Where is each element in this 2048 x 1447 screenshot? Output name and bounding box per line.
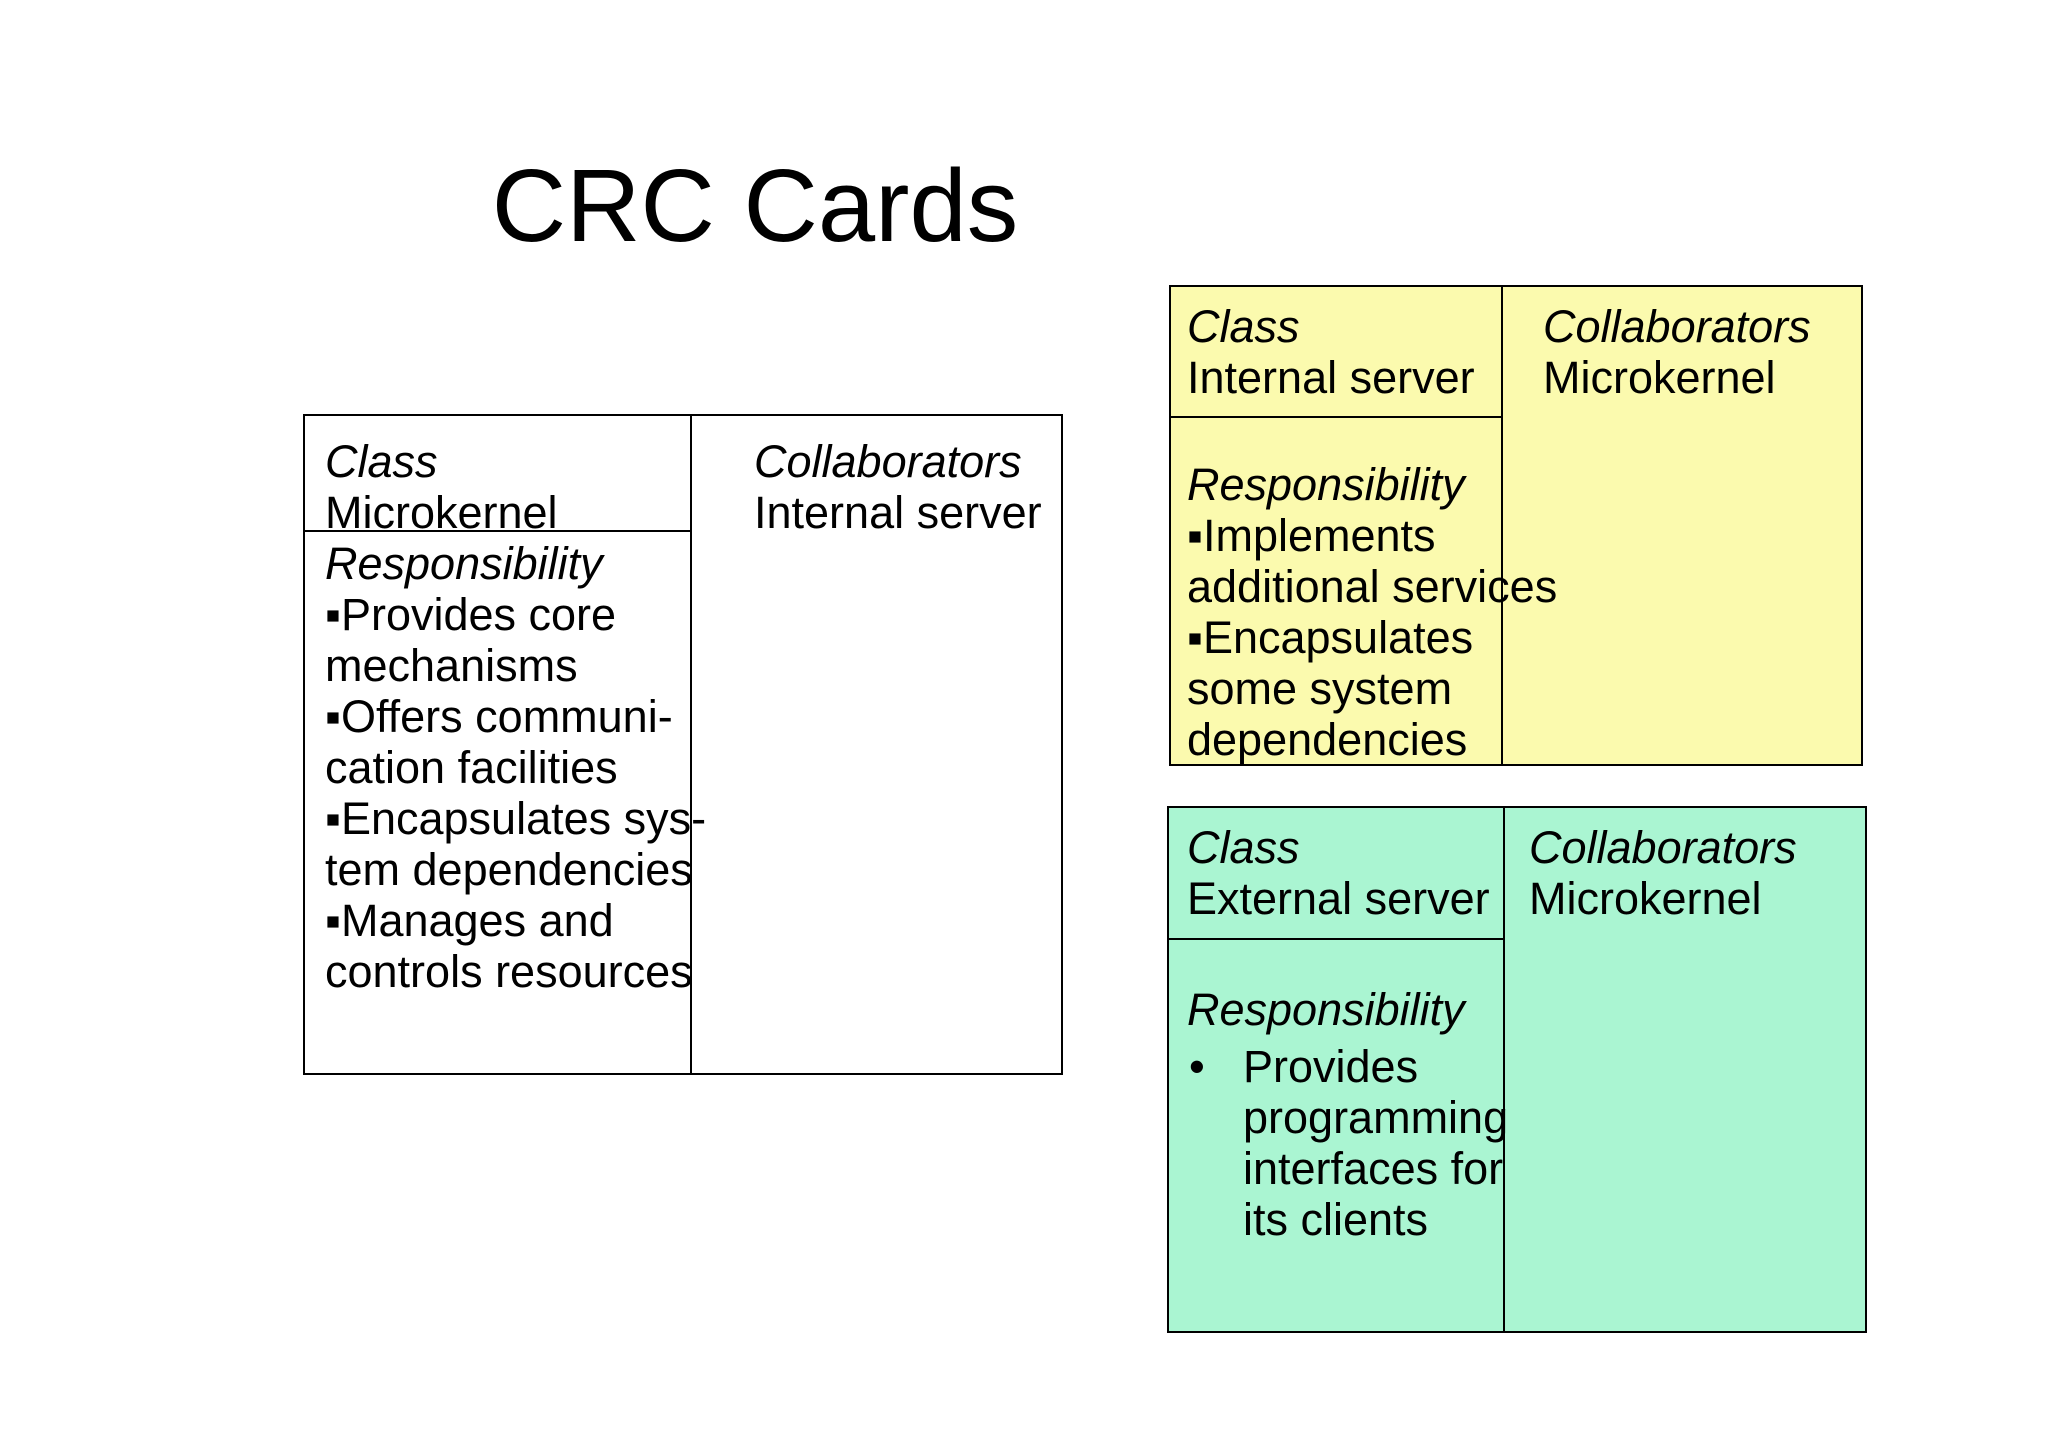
responsibility-line: ▪Encapsulates sys- <box>325 793 707 844</box>
class-name: Microkernel <box>325 487 558 538</box>
responsibility-line: tem dependencies <box>325 844 693 895</box>
responsibility-label: Responsibility <box>1187 984 1465 1035</box>
collaborator-name: Microkernel <box>1529 873 1762 924</box>
responsibility-line: Provides <box>1243 1041 1419 1092</box>
card-vertical-divider <box>1501 287 1503 764</box>
card-horizontal-divider <box>1169 938 1505 940</box>
class-cell: Class Internal server <box>1187 301 1475 403</box>
responsibility-line: cation facilities <box>325 742 618 793</box>
page-title: CRC Cards <box>491 148 1019 263</box>
card-horizontal-divider <box>1171 416 1503 418</box>
collaborator-name: Microkernel <box>1543 352 1776 403</box>
collaborators-cell: Collaborators Internal server <box>754 436 1042 538</box>
card-vertical-divider <box>690 416 692 1073</box>
responsibility-line: programming <box>1243 1092 1509 1143</box>
collaborators-cell: Collaborators Microkernel <box>1529 822 1797 924</box>
responsibility-line: ▪Encapsulates <box>1187 612 1474 663</box>
crc-card-external-server: Class External server Responsibility • P… <box>1167 806 1867 1333</box>
crc-card-internal-server: Class Internal server Responsibility ▪Im… <box>1169 285 1863 766</box>
responsibility-line: dependencies <box>1187 714 1468 765</box>
responsibility-line: ▪Implements <box>1187 510 1436 561</box>
responsibility-line: ▪Provides core <box>325 589 617 640</box>
crc-card-microkernel: Class Microkernel Responsibility ▪Provid… <box>303 414 1063 1075</box>
class-name: External server <box>1187 873 1490 924</box>
class-name: Internal server <box>1187 352 1475 403</box>
card-horizontal-divider <box>305 530 692 532</box>
responsibility-line: ▪Offers communi- <box>325 691 673 742</box>
collaborator-name: Internal server <box>754 487 1042 538</box>
responsibility-line: ▪Manages and <box>325 895 614 946</box>
collaborators-cell: Collaborators Microkernel <box>1543 301 1811 403</box>
responsibility-line: its clients <box>1243 1194 1429 1245</box>
class-cell: Class External server <box>1187 822 1490 924</box>
responsibility-line: mechanisms <box>325 640 578 691</box>
collaborators-label: Collaborators <box>754 436 1022 487</box>
responsibility-label: Responsibility <box>325 538 603 589</box>
class-label: Class <box>325 436 438 487</box>
responsibility-cell: Responsibility ▪Implements additional se… <box>1187 459 1557 765</box>
responsibility-cell: Responsibility ▪Provides core mechanisms… <box>325 538 706 997</box>
class-label: Class <box>1187 301 1300 352</box>
class-label: Class <box>1187 822 1300 873</box>
responsibility-label: Responsibility <box>1187 459 1465 510</box>
responsibility-line: some system <box>1187 663 1453 714</box>
class-cell: Class Microkernel <box>325 436 558 538</box>
collaborators-label: Collaborators <box>1543 301 1811 352</box>
responsibility-line: interfaces for <box>1243 1143 1504 1194</box>
bullet-dot: • <box>1189 1041 1205 1092</box>
responsibility-bullet-item: • Provides programming interfaces for it… <box>1187 1041 1508 1245</box>
card-vertical-divider <box>1503 808 1505 1331</box>
collaborators-label: Collaborators <box>1529 822 1797 873</box>
responsibility-cell: Responsibility • Provides programming in… <box>1187 984 1508 1245</box>
responsibility-line: additional services <box>1187 561 1558 612</box>
responsibility-line: controls resources <box>325 946 693 997</box>
